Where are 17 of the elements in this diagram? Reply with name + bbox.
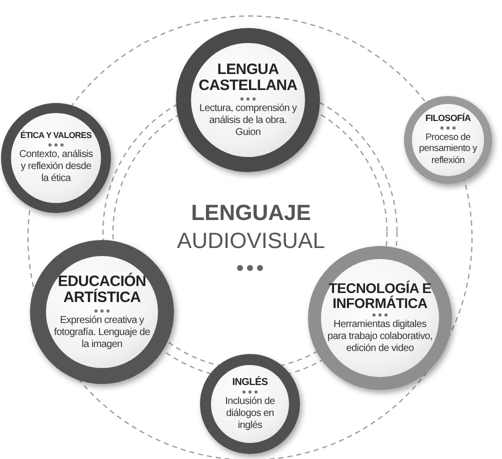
center-heading: LENGUAJE [190,200,312,226]
subject-description: Proceso de pensamiento y reflexión [418,132,478,166]
subject-circle [30,240,174,384]
subject-description: Inclusión de diálogos en inglés [224,396,276,432]
subject-title: TECNOLOGÍA E INFORMÁTICA [328,280,432,312]
subject-title: EDUCACIÓN ARTÍSTICA [56,274,148,306]
subject-title: ÉTICA Y VALORES [19,131,93,141]
subject-title: INGLÉS [231,376,269,388]
subject-title: LENGUA CASTELLANA [198,62,298,94]
subject-circle [200,354,300,454]
subject-circle [404,96,492,184]
center-heading: AUDIOVISUAL [176,228,326,254]
subject-description: Lectura, comprensión y análisis de la obra. Guion [198,102,298,138]
subject-description: Herramientas digitales para trabajo colaborativo, edición de video [326,319,434,356]
subject-description: Expresión creativa y fotografía. Lenguaje de la imagen [53,314,151,350]
subject-description: Contexto, análisis y reflexión desde la ética [18,148,94,185]
subject-title: FILOSOFÍA [424,114,472,124]
